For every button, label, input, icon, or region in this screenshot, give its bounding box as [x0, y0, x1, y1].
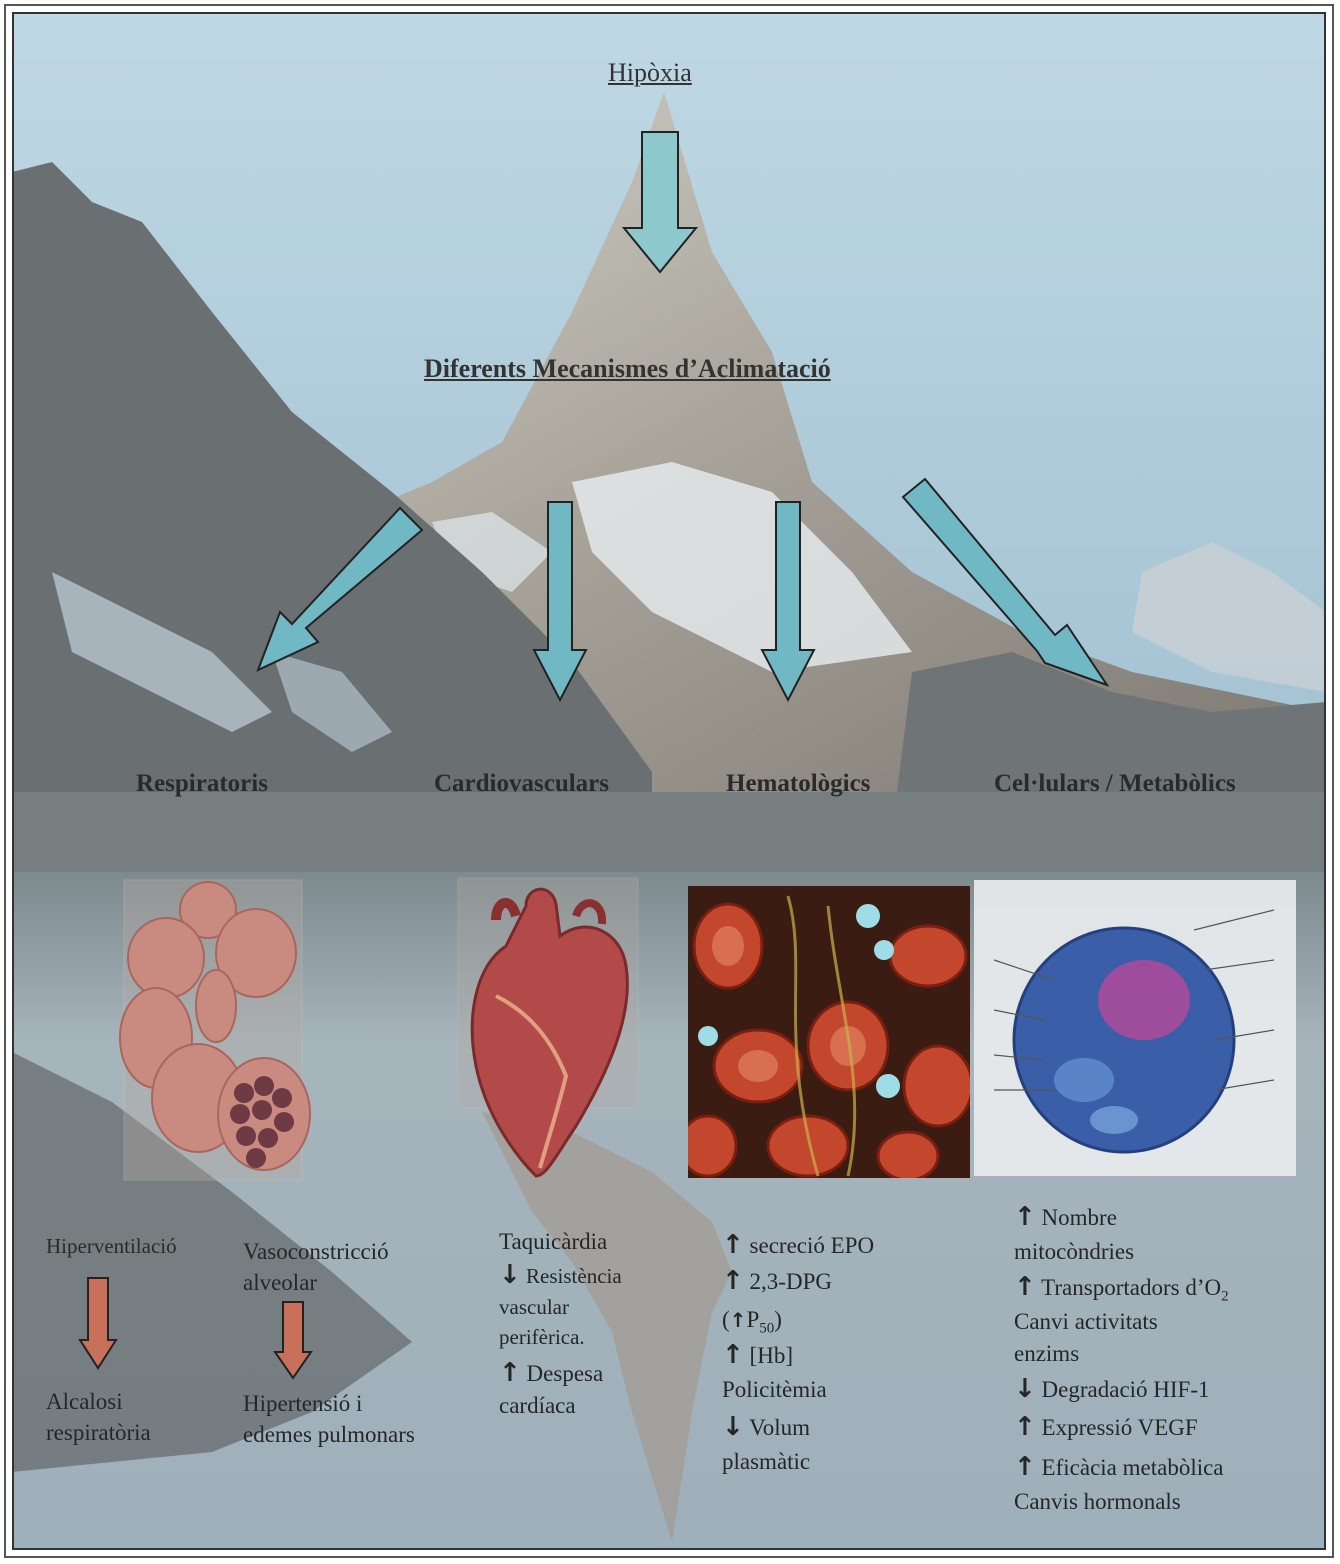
cell-illustration [974, 880, 1296, 1176]
subtitle-mechanisms: Diferents Mecanismes d’Aclimatació [424, 354, 831, 384]
text-vasoconstriction-2: alveolar [243, 1267, 317, 1298]
category-respiratory: Respiratoris [136, 770, 268, 798]
cel-line-5: enzims [1014, 1338, 1079, 1369]
cv-line-3: vascular [499, 1292, 569, 1323]
arrow-up-glyph: ↑ [1014, 1202, 1036, 1232]
category-cellular: Cel·lulars / Metabòlics [994, 770, 1236, 798]
arrow-red-left [78, 1276, 118, 1372]
arrow-up-glyph: ↑ [1014, 1452, 1036, 1482]
arrow-up-glyph: ↑ [1014, 1412, 1036, 1442]
heart-illustration [456, 876, 640, 1186]
arrow-respiratory [240, 500, 440, 680]
cv-line-4: perifèrica. [499, 1322, 585, 1353]
text-alkalosis-1: Alcalosi [46, 1386, 123, 1417]
hem-line-3: (↑P50) [722, 1304, 782, 1345]
arrow-up-glyph: ↑ [722, 1340, 744, 1370]
arrow-red-right [273, 1300, 313, 1382]
arrow-hematologic [758, 500, 818, 705]
text-hypertension-2: edemes pulmonars [243, 1419, 415, 1450]
arrow-down-glyph: ↓ [722, 1412, 744, 1442]
arrow-up-glyph: ↑ [722, 1266, 744, 1296]
text-alkalosis-2: respiratòria [46, 1417, 151, 1448]
cv-line-1: Taquicàrdia [499, 1226, 607, 1257]
category-cardiovascular: Cardiovasculars [434, 770, 609, 798]
arrow-up-glyph: ↑ [1014, 1272, 1036, 1302]
arrow-down-main [620, 130, 700, 275]
hem-line-7: plasmàtic [722, 1446, 810, 1477]
arrow-down-glyph: ↓ [499, 1260, 521, 1290]
hem-line-6: ↓ Volum [722, 1412, 810, 1443]
lungs-alveoli-illustration [116, 878, 312, 1182]
cv-line-5: ↑ Despesa [499, 1358, 603, 1389]
cel-line-8: ↑ Eficàcia metabòlica [1014, 1452, 1224, 1483]
cv-line-2: ↓ Resistència [499, 1260, 622, 1292]
cel-line-2: mitocòndries [1014, 1236, 1134, 1267]
hem-line-5: Policitèmia [722, 1374, 827, 1405]
arrow-up-glyph: ↑ [722, 1230, 744, 1260]
cel-line-7: ↑ Expressió VEGF [1014, 1412, 1198, 1443]
arrow-up-glyph: ↑ [499, 1358, 521, 1388]
cv-line-6: cardíaca [499, 1390, 576, 1421]
hem-line-1: ↑ secreció EPO [722, 1230, 874, 1261]
cel-line-6: ↓ Degradació HIF-1 [1014, 1374, 1210, 1405]
arrow-up-glyph: ↑ [730, 1308, 747, 1332]
title-hypoxia: Hipòxia [608, 58, 692, 88]
cel-line-9: Canvis hormonals [1014, 1486, 1181, 1517]
text-hypertension-1: Hipertensió i [243, 1388, 362, 1419]
arrow-cellular [895, 475, 1115, 690]
hem-line-4: ↑ [Hb] [722, 1340, 793, 1371]
blood-cells-illustration [688, 886, 970, 1178]
cel-line-4: Canvi activitats [1014, 1306, 1158, 1337]
text-hyperventilation: Hiperventilació [46, 1234, 177, 1259]
arrow-down-glyph: ↓ [1014, 1374, 1036, 1404]
text-vasoconstriction-1: Vasoconstricció [243, 1236, 389, 1267]
hem-line-2: ↑ 2,3-DPG [722, 1266, 832, 1297]
cel-line-1: ↑ Nombre [1014, 1202, 1117, 1233]
category-hematologic: Hematològics [726, 770, 870, 798]
arrow-cardiovascular [530, 500, 590, 705]
